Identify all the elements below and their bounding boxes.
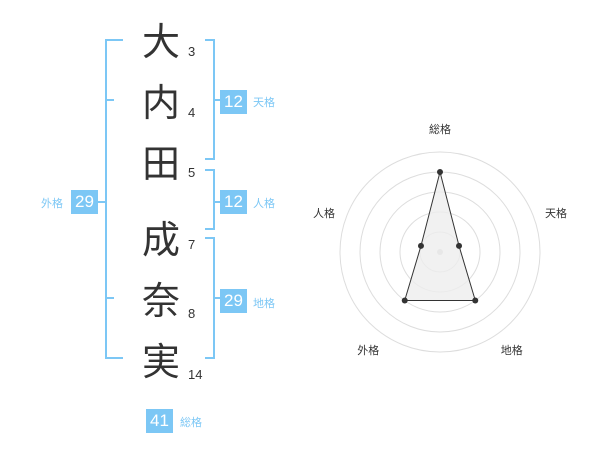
radar-point-0 [437,169,443,175]
radar-point-3 [401,297,408,304]
tenkaku-label: 天格 [253,96,275,109]
radar-ring [339,151,541,353]
radar-axis-label-soukaku: 総格 [429,123,451,136]
radar-axis-label-tenkaku: 天格 [545,207,568,221]
tenkaku-value-badge: 12 [220,90,247,114]
jinkaku-label: 人格 [253,197,275,210]
radar-axis-label-gaikaku: 外格 [357,343,380,357]
name-kanji-2: 内 [141,81,180,125]
chikaku-label: 地格 [253,297,275,310]
name-kanji-5: 奈 [141,279,180,323]
stroke-count-6: 14 [188,367,203,382]
radar-point-2 [472,297,479,304]
name-kanji-3: 田 [141,142,180,186]
stroke-count-1: 3 [188,44,196,59]
chikaku-value-badge: 29 [220,289,247,313]
radar-axis-label-jinkaku: 人格 [312,207,335,221]
gaikaku-label: 外格 [41,197,63,210]
jinkaku-bracket [205,169,215,230]
stroke-count-2: 4 [188,105,196,120]
soukaku-label: 総格 [180,416,202,429]
radar-point-1 [456,242,463,249]
name-kanji-4: 成 [141,218,180,262]
stroke-count-4: 7 [188,237,196,252]
radar-axis-label-chikaku: 地格 [500,343,523,357]
stroke-count-3: 5 [188,165,196,180]
name-kanji-1: 大 [141,20,180,64]
stroke-count-5: 8 [188,306,196,321]
jinkaku-value-badge: 12 [220,190,247,214]
gaikaku-value-badge: 29 [71,190,98,214]
gaikaku-bracket [105,39,123,359]
soukaku-value-badge: 41 [146,409,173,433]
radar-point-4 [417,242,424,249]
radar-series-polygon [404,171,476,301]
name-kanji-6: 実 [141,340,180,384]
